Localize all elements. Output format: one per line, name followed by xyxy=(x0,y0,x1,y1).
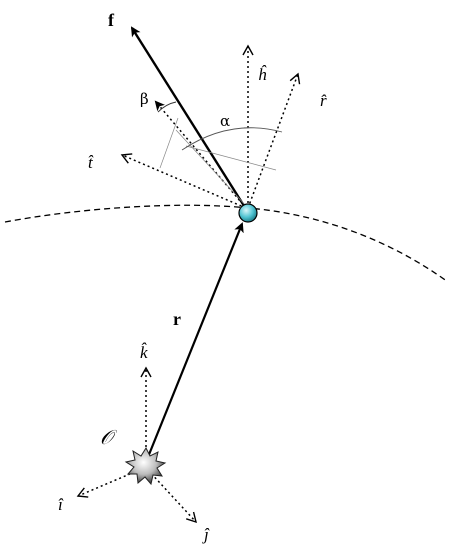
construction-line xyxy=(185,145,277,171)
k-hat-label: k̂ xyxy=(140,343,148,362)
r-hat-label: r̂ xyxy=(320,91,327,110)
beta-label: β xyxy=(140,90,149,108)
force-label: f xyxy=(108,10,115,30)
h-hat-label: ĥ xyxy=(258,65,267,84)
orbiting-body xyxy=(238,203,258,223)
force-projection-arrow xyxy=(154,100,247,209)
origin-star xyxy=(124,446,167,486)
j-hat-axis-arrow xyxy=(147,469,197,524)
alpha-label: α xyxy=(220,112,230,130)
position-label: r xyxy=(173,309,181,329)
orbit-path xyxy=(4,204,449,283)
construction-line xyxy=(159,117,179,169)
force-vector-arrow xyxy=(130,26,248,210)
j-hat-label: ĵ xyxy=(202,525,210,544)
t-hat-label: t̂ xyxy=(88,153,94,172)
i-hat-label: î xyxy=(58,495,64,514)
construction-line xyxy=(175,129,249,209)
alpha-angle-arc xyxy=(181,127,283,151)
beta-angle-arc xyxy=(157,101,177,113)
r-hat-axis-arrow xyxy=(247,72,301,209)
origin-label: 𝒪 xyxy=(100,427,118,449)
position-vector-arrow xyxy=(144,222,244,463)
